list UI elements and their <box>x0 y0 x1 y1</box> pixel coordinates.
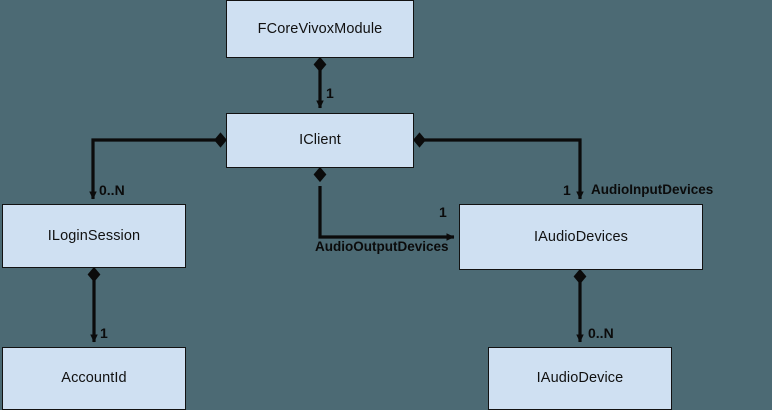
node-accountid[interactable]: AccountId <box>2 347 186 410</box>
node-label-iloginsession: ILoginSession <box>47 227 141 244</box>
node-iaudiodevices[interactable]: IAudioDevices <box>459 204 703 270</box>
composition-diamond <box>573 268 587 285</box>
composition-diamond <box>413 132 426 148</box>
composition-diamond <box>214 132 227 148</box>
composition-diamond <box>313 166 327 183</box>
edge-loginsession-to-accountid <box>87 266 101 343</box>
node-label-fcorevivoxmodule: FCoreVivoxModule <box>257 20 383 37</box>
edge-label-client-to-loginsession-multiplicity: 0..N <box>99 182 125 198</box>
node-label-accountid: AccountId <box>61 370 127 387</box>
edge-label-audiodevices-to-audiodevice-multiplicity: 0..N <box>588 325 614 341</box>
node-label-iaudiodevices: IAudioDevices <box>534 228 628 245</box>
edge-label-audio-input-multiplicity: 1 <box>563 182 571 198</box>
edge-label-audio-input-name: AudioInputDevices <box>591 182 714 197</box>
node-iaudiodevice[interactable]: IAudioDevice <box>488 347 672 410</box>
edge-module-to-client <box>313 56 327 109</box>
edge-client-to-audiodevices-input <box>413 132 584 200</box>
node-label-iaudiodevice: IAudioDevice <box>536 370 624 387</box>
node-iloginsession[interactable]: ILoginSession <box>2 204 186 268</box>
edge-audiodevices-to-audiodevice <box>573 268 587 343</box>
composition-diamond <box>87 266 101 283</box>
node-iclient[interactable]: IClient <box>226 113 414 168</box>
edge-client-to-loginsession <box>89 132 227 200</box>
node-label-iclient: IClient <box>299 132 341 149</box>
edge-label-audio-output-name: AudioOutputDevices <box>315 239 449 254</box>
edge-label-module-to-client-multiplicity: 1 <box>326 85 334 101</box>
node-fcorevivoxmodule[interactable]: FCoreVivoxModule <box>226 0 414 58</box>
edge-label-loginsession-to-accountid-multiplicity: 1 <box>100 325 108 341</box>
composition-diamond <box>313 56 327 73</box>
edge-label-audio-output-multiplicity: 1 <box>439 204 447 220</box>
edge-client-to-audiodevices-output <box>313 166 455 241</box>
